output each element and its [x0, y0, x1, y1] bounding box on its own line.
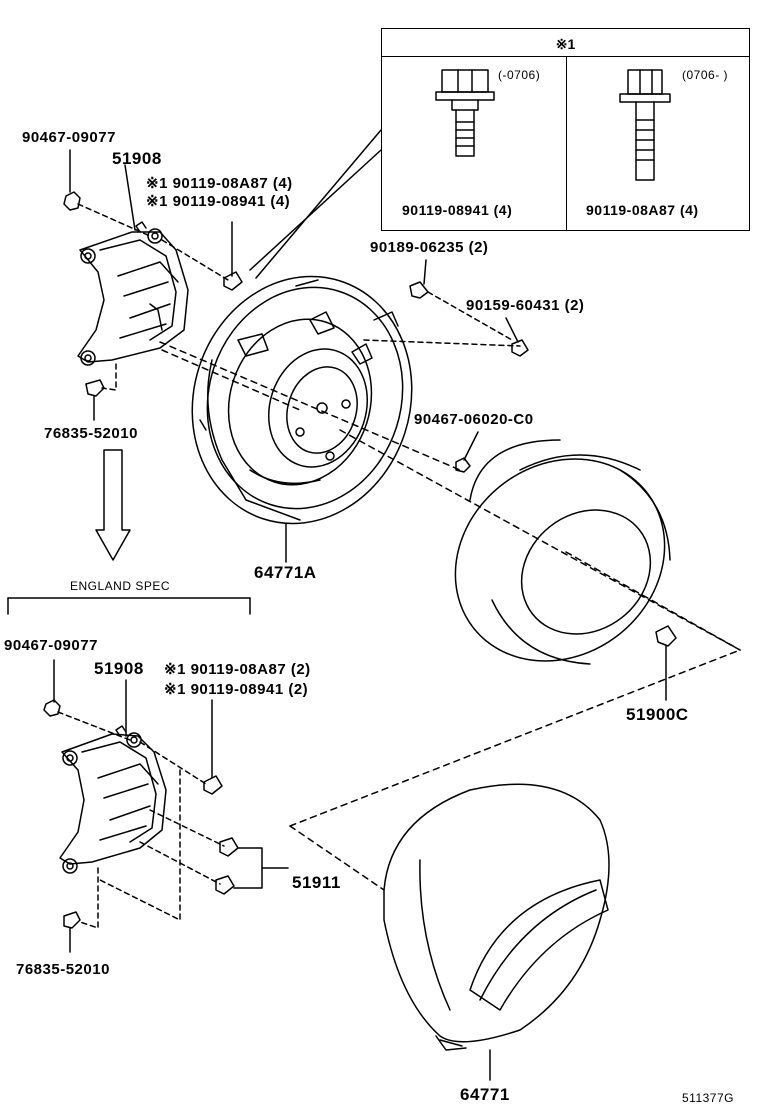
part-label-90467-06020-C0: 90467-06020-C0	[414, 411, 534, 428]
part-label-90189-06235: 90189-06235 (2)	[370, 239, 489, 256]
inset-left-range: (-0706)	[498, 68, 541, 82]
bolt-51911-upper	[219, 837, 239, 857]
inset-right-part: 90119-08A87 (4)	[586, 202, 699, 218]
part-label-90119-08941-top: ※1 90119-08941 (4)	[146, 193, 291, 210]
spare-tire-cover	[383, 783, 610, 1051]
nut-90159-60431	[505, 317, 529, 357]
inset-variant-box: ※1 (-0706) (0706- ) 90119-08941 (4) 9011…	[381, 28, 750, 231]
inset-divider	[566, 57, 567, 230]
inset-bolt-old	[435, 69, 495, 157]
upper-carrier-bracket	[77, 221, 189, 366]
clip-76835-52010-top	[85, 379, 105, 421]
inset-right-range: (0706- )	[682, 68, 729, 82]
part-label-76835-52010-top: 76835-52010	[44, 425, 138, 442]
bolt-51911-lower	[215, 875, 235, 895]
inset-bolt-new	[619, 69, 671, 181]
down-arrow	[95, 449, 131, 561]
nut-51900C	[655, 625, 677, 701]
clip-90467-06020	[455, 431, 479, 473]
part-label-64771A: 64771A	[254, 563, 317, 582]
part-label-51908-bottom: 51908	[94, 659, 144, 678]
inset-header: ※1	[382, 29, 749, 57]
part-label-51911: 51911	[292, 873, 341, 892]
clip-90467-09077-bottom	[43, 659, 61, 717]
inset-left-part: 90119-08941 (4)	[402, 202, 513, 218]
part-label-51900C: 51900C	[626, 705, 689, 724]
clip-76835-52010-bottom	[63, 911, 81, 953]
figure-id: 511377G	[682, 1091, 734, 1105]
spare-tire-carrier	[191, 275, 413, 525]
part-label-90119-08941-bottom: ※1 90119-08941 (2)	[164, 681, 309, 698]
bolt-90119-bottom	[203, 699, 223, 795]
lower-carrier-bracket	[59, 725, 167, 874]
inset-header-text: ※1	[555, 36, 576, 52]
part-label-90467-09077-bottom: 90467-09077	[4, 637, 98, 654]
spare-tire	[454, 439, 671, 665]
part-label-90119-08A87-bottom: ※1 90119-08A87 (2)	[164, 661, 311, 678]
part-label-90159-60431: 90159-60431 (2)	[466, 297, 585, 314]
part-label-90119-08A87-top: ※1 90119-08A87 (4)	[146, 175, 293, 192]
bolt-90189-06235	[409, 259, 429, 299]
clip-90467-09077-top	[63, 191, 81, 211]
england-spec-heading: ENGLAND SPEC	[70, 579, 171, 593]
bolt-90119-top	[223, 221, 243, 291]
part-label-51908-top: 51908	[112, 149, 162, 168]
part-label-90467-09077-top: 90467-09077	[22, 129, 116, 146]
part-label-76835-52010-bottom: 76835-52010	[16, 961, 110, 978]
part-label-64771: 64771	[460, 1085, 510, 1104]
